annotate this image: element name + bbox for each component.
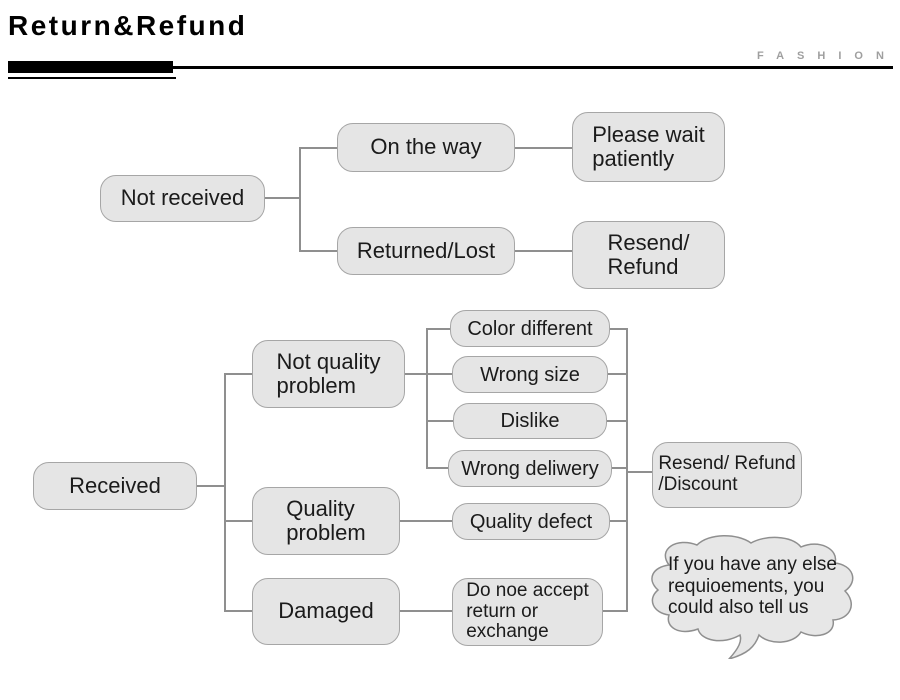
flow-node-resend-refund-discount: Resend/ Refund/Discount	[652, 442, 802, 508]
speech-bubble-shape	[651, 535, 854, 659]
flow-node-label: Damaged	[278, 598, 374, 624]
flow-node-label: patiently	[592, 146, 675, 171]
flow-node-label: /Discount	[658, 474, 738, 495]
connector-line	[610, 328, 627, 330]
flow-node-label: exchange	[466, 621, 549, 643]
connector-line	[224, 520, 252, 522]
connector-line	[610, 520, 627, 522]
flow-node-label: Quality	[286, 495, 355, 521]
connector-line	[224, 373, 226, 612]
brand-label: FASHION	[757, 50, 897, 62]
flow-node-label: On the way	[370, 134, 482, 160]
flow-node-received: Received	[33, 462, 197, 510]
title-rule-thin-bar	[8, 77, 176, 79]
connector-line	[426, 328, 428, 469]
flow-node-label: Do noe accept	[466, 579, 589, 601]
flow-node-label: Resend/ Refund	[658, 453, 796, 475]
flow-node-dislike: Dislike	[453, 403, 607, 439]
flow-node-label: Wrong deliwery	[461, 457, 599, 480]
flow-node-label: return or	[466, 600, 539, 622]
flow-node-label: Refund	[607, 254, 679, 279]
flow-node-label: Returned/Lost	[356, 237, 496, 263]
connector-line	[299, 147, 337, 149]
flow-node-damaged: Damaged	[252, 578, 400, 645]
connector-line	[515, 147, 572, 149]
flow-node-resend-refund: Resend/Refund	[572, 221, 725, 289]
flow-node-returned-lost: Returned/Lost	[337, 227, 515, 275]
speech-bubble-text: could also tell us	[668, 597, 809, 618]
connector-line	[265, 197, 300, 199]
flow-node-label: problem	[276, 373, 356, 398]
connector-line	[400, 610, 453, 612]
page-title: Return&Refund	[8, 10, 248, 41]
speech-bubble-text: If you have any else	[668, 554, 837, 575]
speech-bubble-text: requioements, you	[668, 575, 825, 597]
flow-node-label: Not quality	[276, 348, 381, 374]
flow-node-label: Not received	[120, 185, 245, 211]
connector-line	[426, 373, 453, 375]
flow-node-label: Resend/	[607, 229, 690, 255]
connector-line	[515, 250, 572, 252]
connector-line	[608, 373, 627, 375]
connector-line	[405, 373, 427, 375]
connector-line	[224, 373, 252, 375]
connector-line	[400, 520, 453, 522]
flow-node-on-the-way: On the way	[337, 123, 515, 172]
flow-node-label: Wrong size	[480, 363, 580, 386]
flow-node-quality-defect: Quality defect	[452, 503, 610, 540]
title-rule-line	[8, 66, 893, 69]
flow-node-not-received: Not received	[100, 175, 265, 222]
connector-line	[224, 610, 252, 612]
flow-node-label: Please wait	[592, 121, 705, 147]
connector-line	[426, 467, 449, 469]
connector-line	[426, 420, 454, 422]
title-rule-thick-bar	[8, 61, 173, 73]
connector-line	[626, 471, 653, 473]
flow-node-color-different: Color different	[450, 310, 610, 347]
connector-line	[603, 610, 627, 612]
connector-line	[197, 485, 225, 487]
flow-node-label: Dislike	[500, 410, 560, 432]
connector-line	[299, 250, 337, 252]
flow-node-wrong-delivery: Wrong deliwery	[448, 450, 612, 487]
connector-line	[299, 147, 301, 252]
connector-line	[426, 328, 451, 330]
flow-node-label: problem	[286, 520, 366, 545]
flow-node-label: Received	[69, 472, 161, 498]
connector-line	[612, 467, 627, 469]
connector-line	[626, 328, 628, 612]
flow-node-label: Color different	[467, 317, 593, 340]
connector-line	[607, 420, 627, 422]
flow-node-wrong-size: Wrong size	[452, 356, 608, 393]
flow-node-label: Quality defect	[469, 510, 593, 533]
